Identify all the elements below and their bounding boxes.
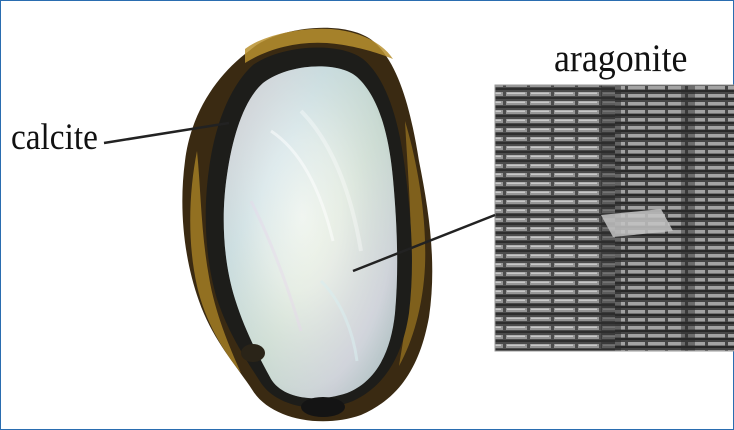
calcite-label: calcite bbox=[11, 119, 98, 156]
hinge-spot bbox=[301, 397, 345, 417]
aragonite-sem-image bbox=[495, 85, 734, 351]
aragonite-label: aragonite bbox=[554, 39, 687, 78]
